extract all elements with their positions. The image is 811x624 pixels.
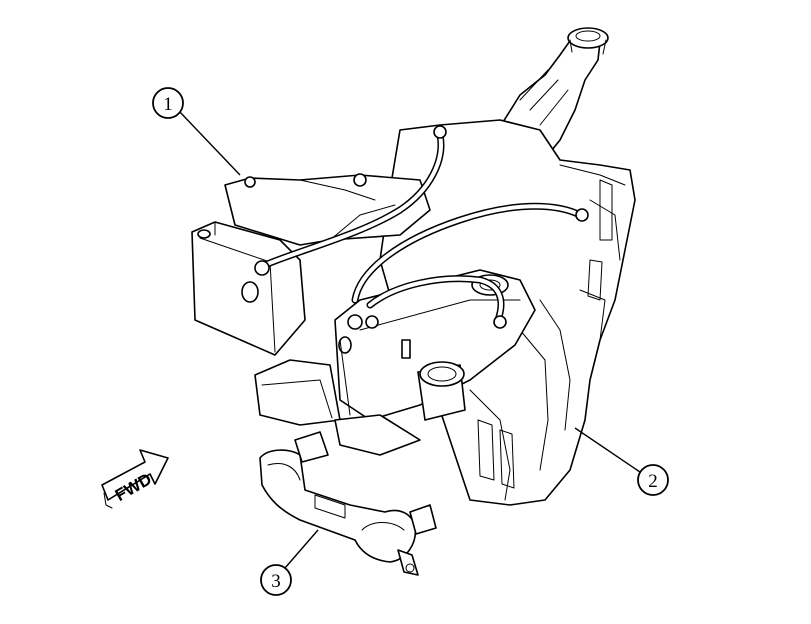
vent-hoses bbox=[244, 125, 589, 330]
forward-direction-arrow: FWD bbox=[101, 449, 169, 509]
upper-left-tank bbox=[191, 174, 431, 356]
callout-3-label: 3 bbox=[271, 571, 281, 592]
center-tank bbox=[334, 269, 536, 421]
callout-1: 1 bbox=[152, 87, 241, 176]
callout-2: 2 bbox=[574, 427, 669, 496]
callout-2-label: 2 bbox=[648, 471, 658, 492]
crossover-tube bbox=[259, 431, 437, 576]
callout-1-label: 1 bbox=[163, 94, 173, 115]
callout-3: 3 bbox=[260, 529, 319, 596]
lower-mount-block bbox=[254, 359, 421, 456]
